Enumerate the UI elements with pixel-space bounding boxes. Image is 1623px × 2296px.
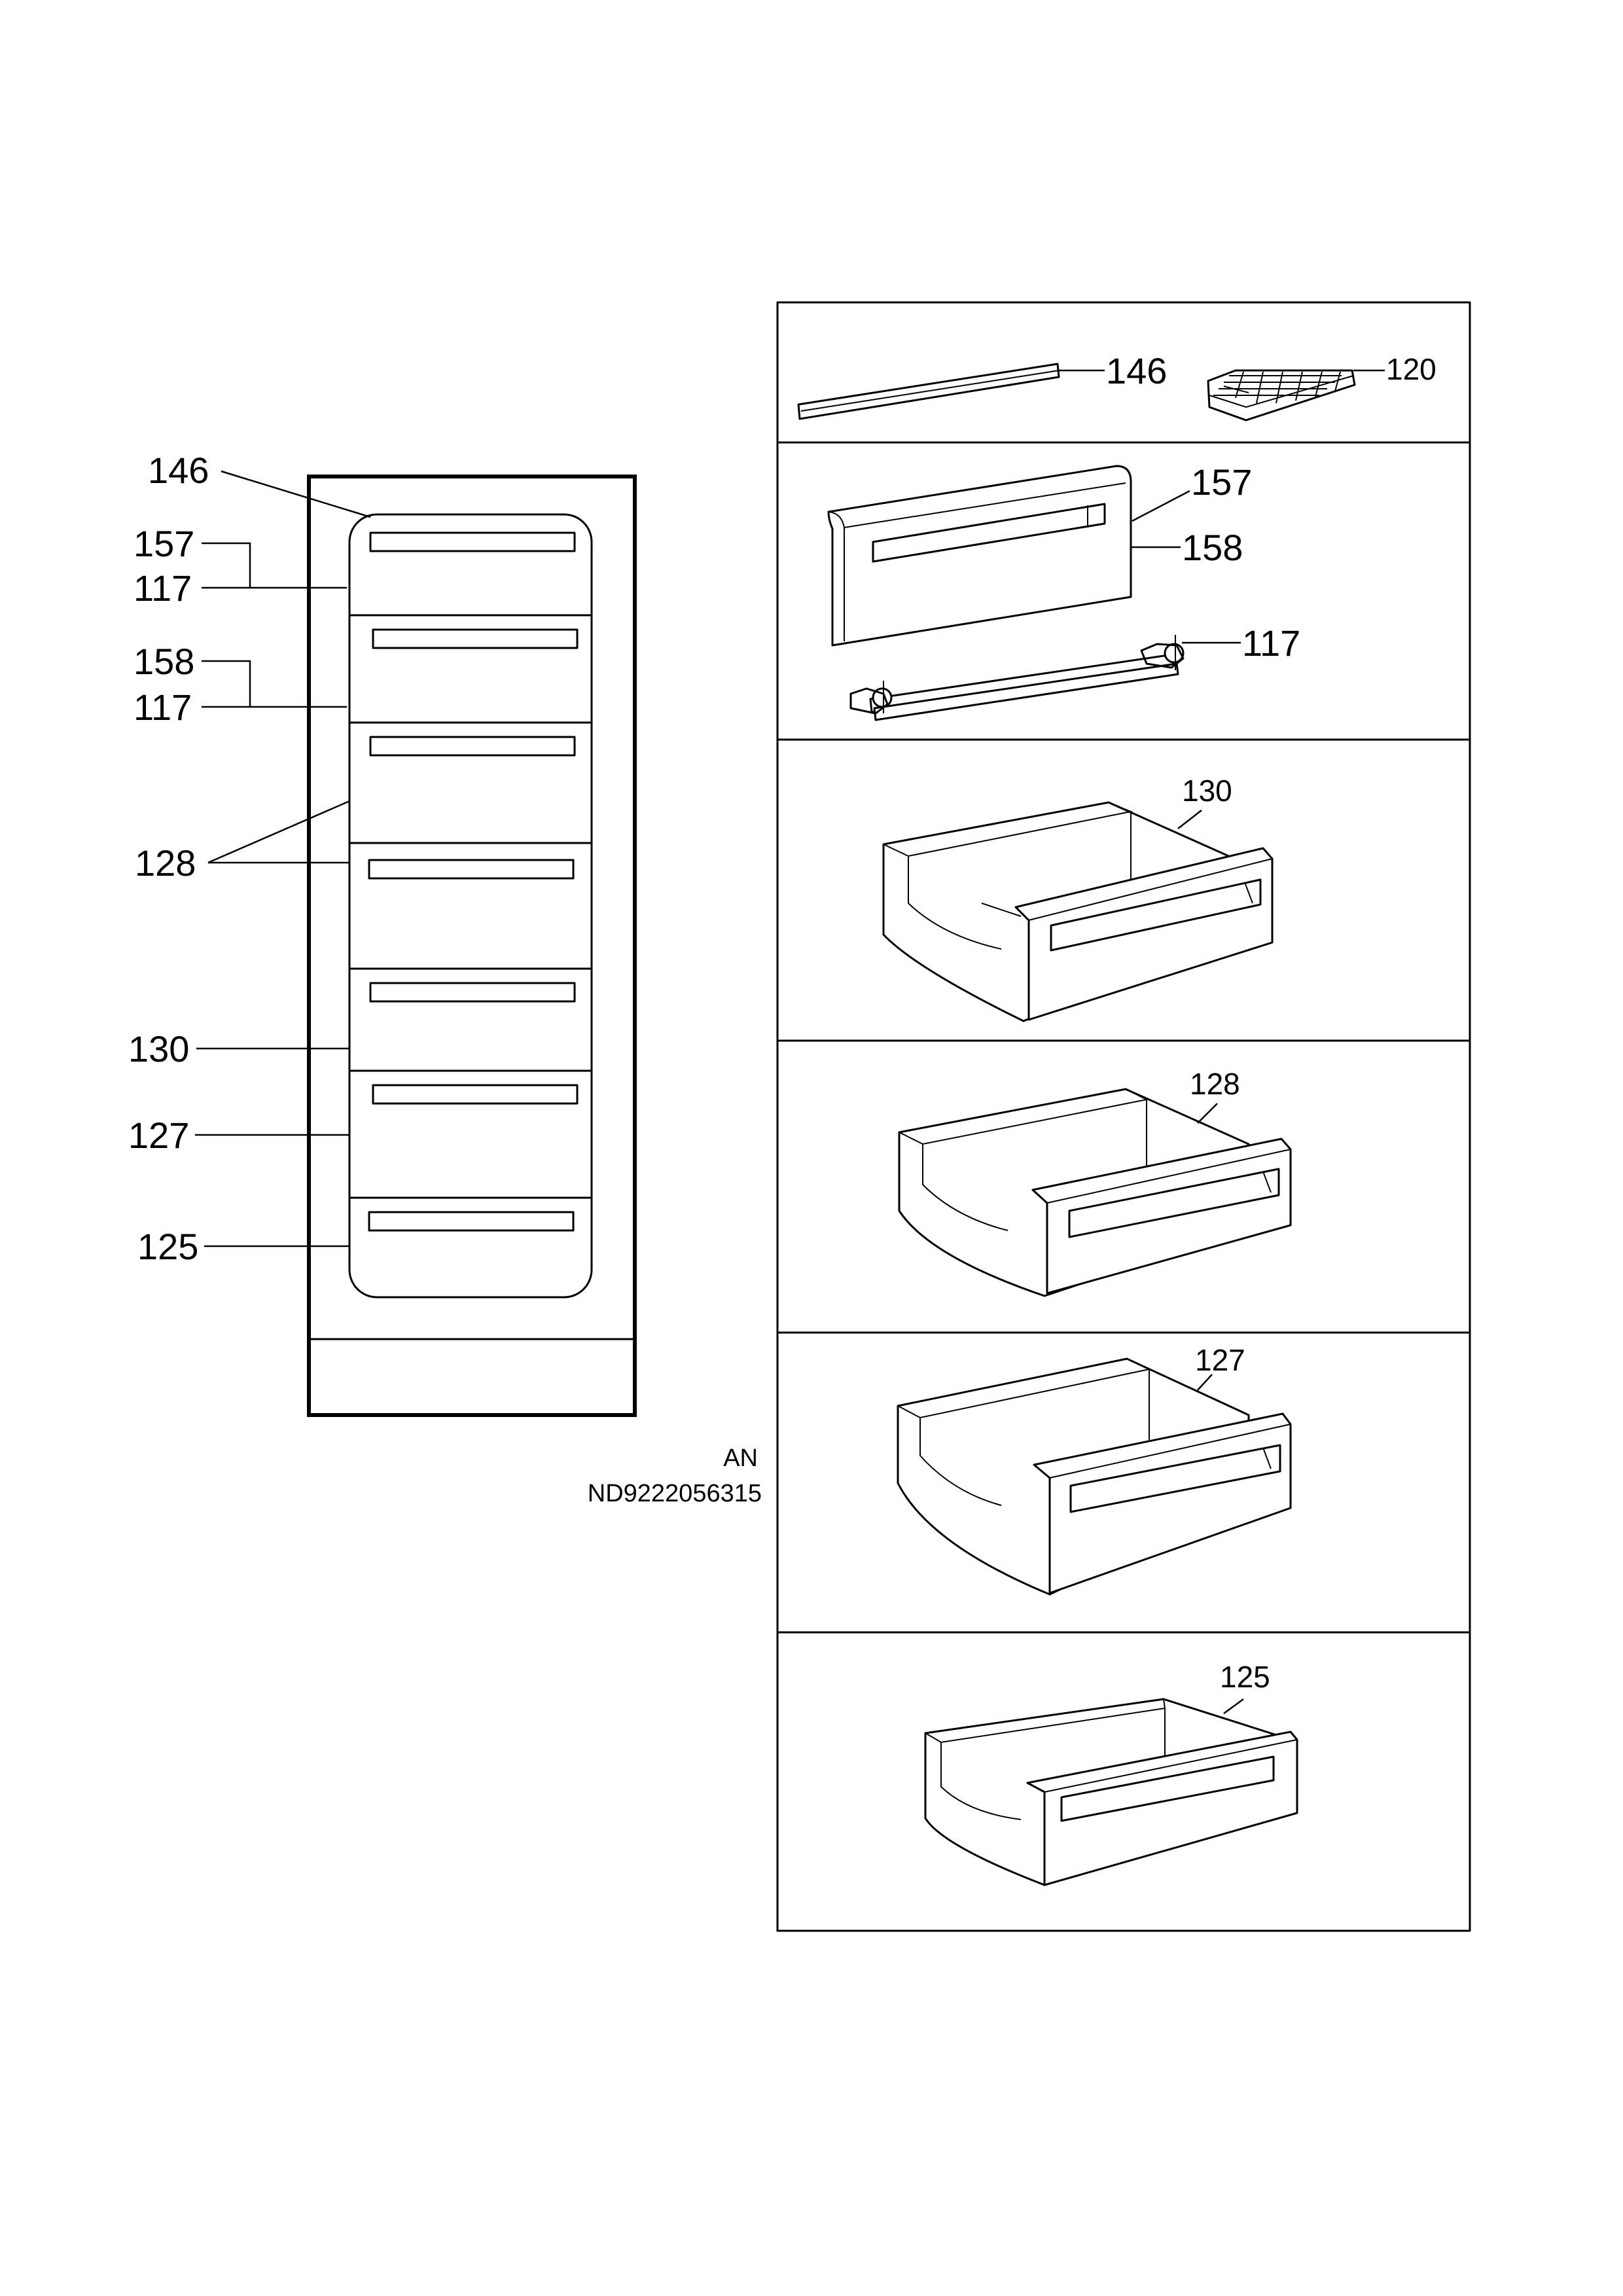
panel-label-117: 117 [1242,622,1300,664]
drawer-stack-outline [348,513,593,1299]
panel-strip-and-ice-tray: 146 120 [797,350,1436,422]
panel-label-146: 146 [1106,350,1167,391]
drawer-rails-part [849,635,1185,721]
bracket-158-117 [202,660,251,708]
diagram-code: AN ND9222056315 [588,1444,762,1507]
drawer-handle [369,736,576,757]
top-strip-part [797,363,1060,420]
panel-drawer-128: 128 [898,1067,1292,1297]
drawer-handle [369,531,576,552]
code-line-1: AN [723,1444,758,1472]
panel-drawer-130: 130 [882,774,1274,1022]
leader-125 [1223,1698,1244,1715]
cabinet-outline [307,475,637,1417]
panel-label-128: 128 [1190,1067,1240,1101]
panel-label-157: 157 [1191,461,1252,503]
label-146: 146 [148,450,209,491]
leader-146 [221,470,371,518]
label-130: 130 [128,1028,189,1069]
panel-drawer-125: 125 [924,1660,1298,1886]
freezer-cabinet-overview: 146 157 117 158 117 128 130 127 125 [128,450,637,1417]
parts-table-frame [776,301,1471,1932]
panel-drawer-front-and-rails: 157 158 117 [827,461,1300,721]
label-117: 117 [134,687,192,728]
code-line-2: ND9222056315 [588,1480,762,1507]
drawer-127-part [897,1357,1292,1596]
panel-label-125: 125 [1220,1660,1270,1694]
leader-130 [1177,810,1202,829]
leader-127 [1197,1374,1213,1391]
label-125: 125 [137,1226,198,1267]
panel-drawer-127: 127 [897,1343,1292,1596]
leader-157 [1132,490,1190,522]
drawer-handle [368,859,575,880]
parts-table [776,301,1471,1932]
label-157: 157 [134,523,194,564]
drawer-front-part [827,465,1132,647]
label-127: 127 [128,1115,189,1156]
label-128: 128 [135,842,196,884]
drawer-handle [369,982,576,1003]
drawer-handle [372,628,579,649]
panel-label-130: 130 [1182,774,1232,808]
leader-128a [207,800,350,864]
bracket-157-117 [202,542,251,589]
ice-tray-part [1207,369,1356,422]
panel-label-127: 127 [1195,1343,1245,1377]
drawer-125-part [924,1698,1298,1886]
label-158: 158 [134,641,194,682]
drawer-128-part [898,1088,1292,1297]
drawer-handle [372,1084,579,1105]
panel-label-158: 158 [1182,527,1243,568]
leader-128 [1197,1103,1218,1124]
drawer-handle [368,1211,575,1232]
panel-label-120: 120 [1386,352,1436,386]
label-117: 117 [134,567,192,609]
drawer-130-part [882,801,1274,1022]
